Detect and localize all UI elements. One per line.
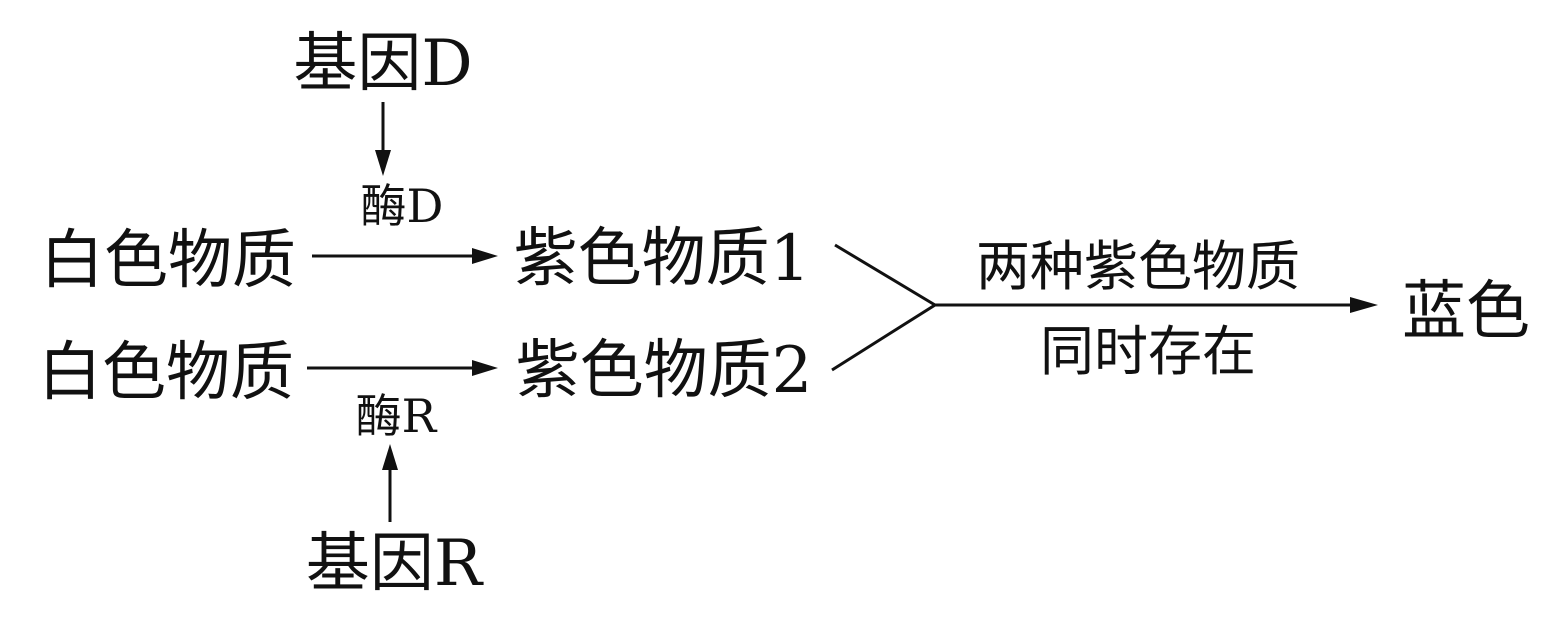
- condition-line2: 同时存在: [1040, 320, 1256, 383]
- row2-arrow: [307, 360, 498, 376]
- gene-r-label: 基因R: [306, 527, 484, 601]
- white-substance-1-label: 白色物质: [40, 224, 296, 298]
- result-blue-label: 蓝色: [1402, 275, 1530, 349]
- gene-r-up-arrow: [382, 444, 398, 522]
- enzyme-r-label: 酶R: [356, 389, 438, 443]
- gene-d-down-arrow: [375, 102, 391, 176]
- condition-line1: 两种紫色物质: [976, 235, 1300, 298]
- gene-d-label: 基因D: [293, 27, 472, 101]
- enzyme-d-label: 酶D: [361, 179, 444, 233]
- white-substance-2-label: 白色物质: [38, 336, 294, 410]
- purple-substance-2-label: 紫色物质2: [516, 334, 813, 408]
- purple-substance-1-label: 紫色物质1: [514, 222, 811, 296]
- result-arrow: [935, 297, 1378, 313]
- converging-lines: [831, 243, 938, 372]
- row1-arrow: [312, 248, 498, 264]
